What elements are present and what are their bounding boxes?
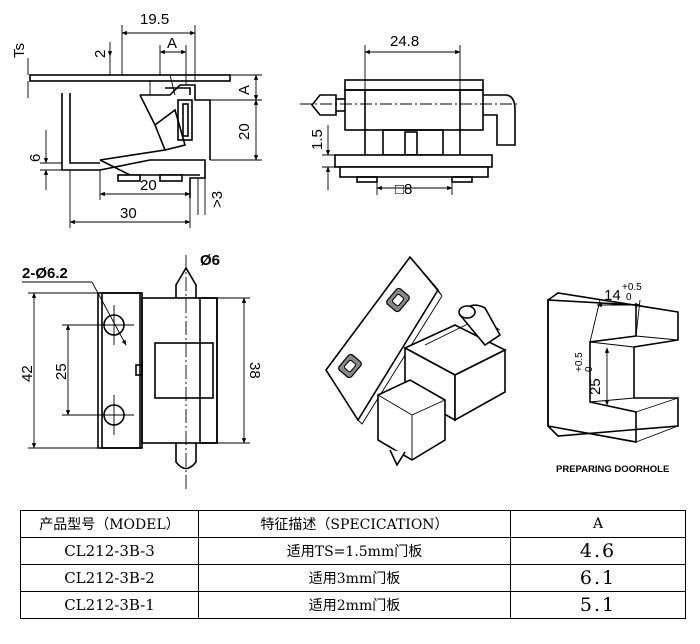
- dim-25-tol-zero: 0: [584, 366, 595, 372]
- cell-a: 6.1: [510, 564, 686, 592]
- dim-holes: 2-Ø6.2: [22, 265, 68, 282]
- cell-specification: 适用2mm门板: [198, 591, 511, 619]
- spec-table: 产品型号（MODEL） 特征描述（SPECICATION） A CL212-3B…: [20, 510, 686, 619]
- cell-a: 4.6: [510, 537, 686, 565]
- isometric-view: [325, 255, 507, 467]
- cell-specification: 适用3mm门板: [198, 564, 511, 592]
- header-specification: 特征描述（SPECICATION）: [198, 510, 511, 538]
- dim-6: 6: [27, 154, 44, 162]
- dim-square-8: □8: [395, 181, 412, 198]
- table-row: CL212-3B-2 适用3mm门板 6.1: [20, 564, 686, 592]
- header-model: 产品型号（MODEL）: [20, 510, 199, 538]
- table-header-row: 产品型号（MODEL） 特征描述（SPECICATION） A: [20, 510, 686, 538]
- side-view: Ts 19.5 2 A A 20 6 20: [11, 11, 262, 228]
- doorhole-view: 14 +0.5 0 25 +0.5 0 PREPARING DOORHOLE: [547, 282, 679, 475]
- cell-specification: 适用TS=1.5mm门板: [198, 537, 511, 565]
- dim-14-tol-plus: +0.5: [622, 282, 642, 293]
- dim-25-front: 25: [53, 363, 70, 380]
- cell-a: 5.1: [510, 591, 686, 619]
- dim-20-right: 20: [236, 123, 253, 140]
- dim-2: 2: [92, 50, 109, 58]
- cell-model: CL212-3B-2: [20, 564, 199, 592]
- dim-25-tol-plus: +0.5: [574, 352, 585, 372]
- table-row: CL212-3B-3 适用TS=1.5mm门板 4.6: [20, 537, 686, 565]
- dim-pin: Ø6: [200, 252, 220, 269]
- ts-label: Ts: [11, 43, 28, 58]
- dim-a-right: A: [236, 85, 253, 95]
- header-a: A: [510, 510, 686, 538]
- front-view: 2-Ø6.2 Ø6 42 25 38: [19, 252, 263, 490]
- cell-model: CL212-3B-1: [20, 591, 199, 619]
- cell-model: CL212-3B-3: [20, 537, 199, 565]
- doorhole-caption: PREPARING DOORHOLE: [556, 464, 669, 475]
- dim-14: 14: [604, 287, 621, 304]
- dim-14-tol-zero: 0: [626, 292, 632, 303]
- dim-20-bottom: 20: [140, 177, 157, 194]
- top-view: 24.8 1.5 □8: [300, 33, 520, 198]
- dim-24-8: 24.8: [390, 33, 419, 50]
- technical-drawing: Ts 19.5 2 A A 20 6 20: [11, 11, 679, 490]
- dim-gt3: >3: [209, 191, 226, 208]
- dim-42: 42: [19, 365, 36, 382]
- dim-30: 30: [120, 205, 137, 222]
- dim-a-top: A: [167, 35, 177, 52]
- dim-19-5: 19.5: [140, 11, 169, 28]
- dim-25-doorhole: 25: [587, 378, 604, 395]
- table-row: CL212-3B-1 适用2mm门板 5.1: [20, 591, 686, 619]
- dim-1-5: 1.5: [309, 129, 326, 150]
- dim-38: 38: [246, 362, 263, 379]
